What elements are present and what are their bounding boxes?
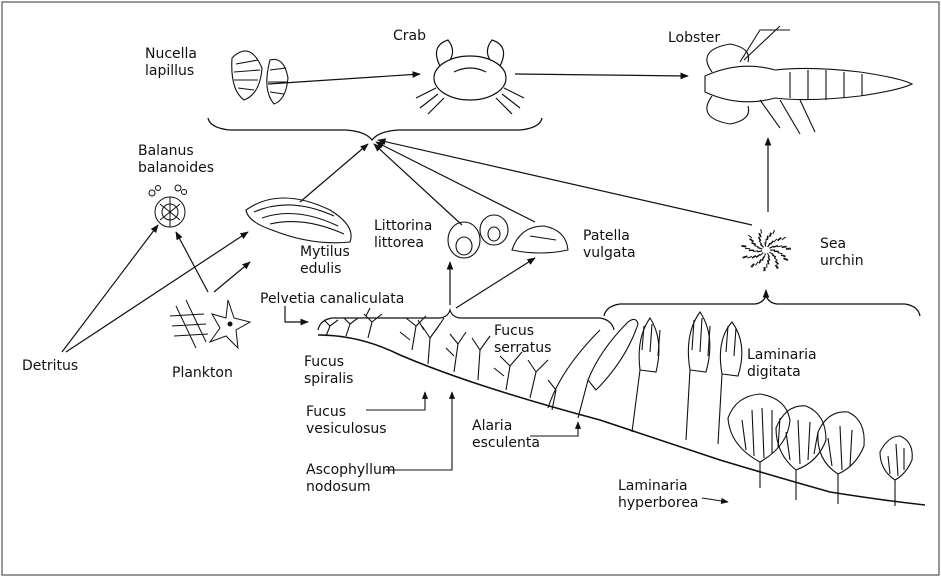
label-laminaria-hyperborea: Laminaria hyperborea	[618, 478, 699, 512]
arrow-crab-lobster	[515, 74, 688, 76]
urchin-spine	[774, 251, 779, 252]
arrow-patella-predators	[376, 142, 535, 222]
arrow-nucella-crab	[268, 74, 420, 84]
urchin-spine	[764, 253, 765, 257]
urchin-spine	[747, 256, 751, 258]
plankton-icon	[170, 300, 250, 348]
urchin-spine	[778, 253, 783, 254]
urchin-spine	[773, 230, 775, 234]
arrow-mytilus-predators	[300, 144, 368, 202]
urchin-spine	[759, 241, 762, 245]
urchin-spine	[782, 237, 786, 240]
urchin-spine	[761, 229, 762, 233]
kelp-bracket	[604, 296, 920, 316]
mussel-icon	[246, 198, 351, 243]
arrow-urchin-predators	[378, 140, 752, 225]
label-ascophyllum-nodosum: Ascophyllum nodosum	[306, 462, 395, 496]
label-fucus-vesiculosus: Fucus vesiculosus	[306, 404, 387, 438]
urchin-spine	[760, 253, 763, 256]
urchin-spine	[748, 235, 752, 238]
arrow-pelvetia-label	[285, 306, 308, 322]
label-laminaria-digitata: Laminaria digitata	[747, 347, 817, 381]
urchin-spine	[758, 247, 763, 248]
urchin-spine	[768, 236, 769, 240]
limpet-icon	[512, 226, 568, 253]
urchin-spine	[765, 242, 766, 246]
shore-bracket	[318, 310, 614, 330]
label-littorina-littorea: Littorina littorea	[374, 218, 432, 252]
arrow-detritus-mytilus	[66, 232, 248, 352]
urchin-spine	[768, 260, 769, 264]
kelp-icon	[548, 312, 742, 444]
top-bracket	[208, 118, 542, 140]
urchin-spine	[769, 252, 773, 254]
label-patella-vulgata: Patella vulgata	[583, 228, 636, 262]
urchin-spine	[777, 246, 782, 247]
label-fucus-serratus: Fucus serratus	[494, 323, 551, 357]
urchin-spine	[764, 267, 765, 271]
label-balanus-balanoides: Balanus balanoides	[138, 143, 214, 177]
urchin-spine	[774, 239, 777, 242]
label-mytilus-edulis: Mytilus edulis	[300, 244, 350, 278]
urchin-spine	[754, 245, 759, 247]
arrow-detritus-balanus	[62, 225, 158, 352]
label-fucus-spiralis: Fucus spiralis	[304, 354, 353, 388]
whelk-shells-icon	[232, 51, 288, 104]
periwinkle-icon	[448, 215, 508, 258]
urchin-spine	[774, 258, 777, 261]
barnacle-icon	[149, 185, 187, 227]
urchin-spine	[756, 262, 759, 266]
label-crab: Crab	[393, 28, 426, 45]
pointer-ascophyllum	[386, 392, 452, 470]
label-plankton: Plankton	[172, 365, 233, 382]
label-pelvetia-canaliculata: Pelvetia canaliculata	[260, 291, 404, 308]
label-alaria-esculenta: Alaria esculenta	[472, 418, 540, 452]
label-detritus: Detritus	[22, 358, 78, 375]
urchin-spine	[782, 247, 787, 248]
sea-urchin-icon	[741, 229, 791, 271]
crab-icon	[416, 40, 524, 114]
arrow-pelvetia-patella	[456, 258, 535, 308]
lobster-icon	[705, 26, 912, 134]
label-nucella-lapillus: Nucella lapillus	[145, 46, 197, 80]
label-sea-urchin: Sea urchin	[820, 236, 864, 270]
arrow-plankton-mytilus	[214, 262, 250, 292]
pointer-laminaria-hyperborea	[702, 498, 728, 502]
label-lobster: Lobster	[668, 30, 720, 47]
